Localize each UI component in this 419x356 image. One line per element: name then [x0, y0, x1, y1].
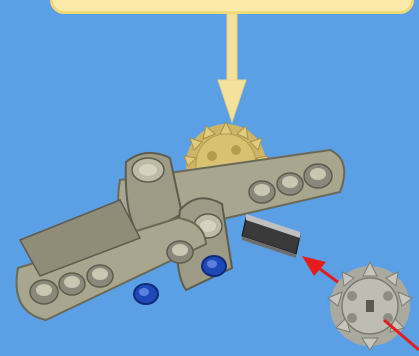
- axle: [242, 214, 300, 258]
- callout-pointer-arrow: [218, 14, 246, 122]
- blue-pin: [134, 284, 158, 304]
- blue-pin: [202, 256, 226, 276]
- small-gear: [328, 262, 412, 350]
